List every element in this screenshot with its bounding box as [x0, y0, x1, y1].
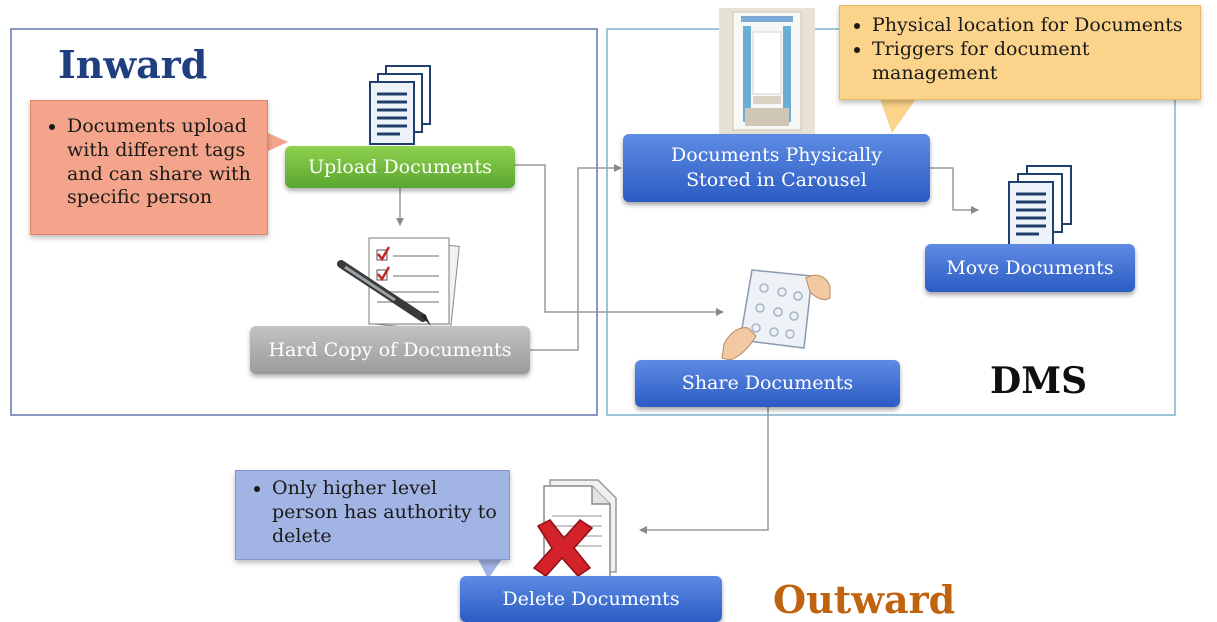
- callout-location-bullet: Triggers for document management: [872, 38, 1192, 86]
- connector-stored-to-move: [930, 167, 979, 214]
- outward-heading: Outward: [773, 577, 956, 622]
- stored-label-line1: Documents Physically: [671, 144, 882, 167]
- documents-stack-icon: [1005, 164, 1075, 250]
- documents-stack-icon: [366, 64, 434, 148]
- callout-delete-bullet: Only higher level person has authority t…: [272, 477, 501, 548]
- callout-location: Physical location for Documents Triggers…: [839, 5, 1201, 100]
- callout-delete-tail: [478, 559, 502, 579]
- checklist-pen-icon: [335, 232, 465, 334]
- callout-upload-tail: [266, 132, 288, 152]
- connector-hardcopy-to-stored: [530, 164, 622, 351]
- inward-heading: Inward: [58, 42, 208, 87]
- delete-documents-label: Delete Documents: [502, 587, 680, 610]
- move-documents-label: Move Documents: [946, 256, 1114, 279]
- document-delete-icon: [528, 476, 628, 586]
- hand-sharing-icon: [720, 262, 832, 362]
- dms-heading: DMS: [990, 360, 1088, 402]
- delete-documents-node[interactable]: Delete Documents: [460, 576, 722, 622]
- callout-location-tail: [880, 99, 916, 133]
- callout-upload: Documents upload with different tags and…: [30, 100, 268, 235]
- stored-in-carousel-node[interactable]: Documents Physically Stored in Carousel: [623, 134, 930, 202]
- connector-upload-to-share: [515, 164, 724, 316]
- upload-documents-node[interactable]: Upload Documents: [285, 146, 515, 188]
- upload-documents-label: Upload Documents: [308, 155, 492, 178]
- inward-panel: [10, 28, 598, 416]
- share-documents-label: Share Documents: [681, 372, 854, 395]
- hard-copy-node[interactable]: Hard Copy of Documents: [250, 326, 530, 374]
- callout-upload-bullet: Documents upload with different tags and…: [67, 115, 259, 210]
- callout-delete: Only higher level person has authority t…: [235, 470, 510, 560]
- carousel-cabinet-icon: [719, 8, 815, 134]
- hard-copy-label: Hard Copy of Documents: [268, 338, 512, 361]
- callout-location-bullet: Physical location for Documents: [872, 14, 1192, 38]
- stored-label-line2: Stored in Carousel: [686, 169, 867, 191]
- move-documents-node[interactable]: Move Documents: [925, 244, 1135, 292]
- connector-share-to-delete: [639, 407, 769, 534]
- share-documents-node[interactable]: Share Documents: [635, 360, 900, 407]
